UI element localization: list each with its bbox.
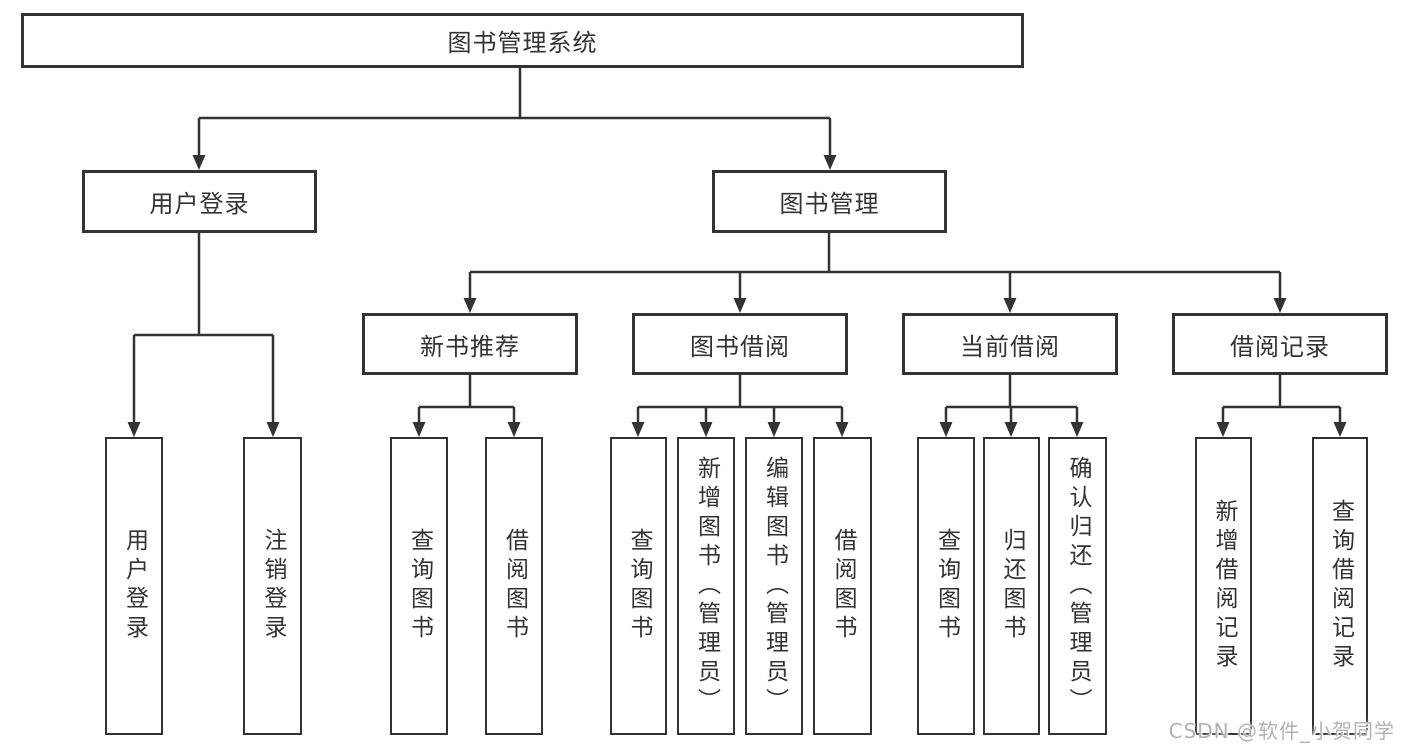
- arrowhead: [463, 298, 477, 313]
- arrowhead: [631, 422, 645, 437]
- arrowhead: [733, 298, 747, 313]
- node-label: 确认归还（管理员）: [1065, 455, 1091, 717]
- leaf-user-login: 用户登录: [105, 437, 163, 735]
- arrowhead: [1004, 422, 1018, 437]
- node-label: 新书推荐: [420, 332, 520, 361]
- node-label: 借阅图书: [830, 528, 856, 644]
- arrowhead: [127, 422, 141, 437]
- node-label: 图书借阅: [690, 332, 790, 361]
- leaf-query-books-borrowing: 查询图书: [610, 437, 667, 735]
- leaf-query-books-current: 查询图书: [917, 437, 975, 735]
- node-label: 用户登录: [149, 190, 250, 218]
- arrowhead: [699, 422, 713, 437]
- arrowhead: [1070, 422, 1084, 437]
- leaf-query-books-recommend: 查询图书: [390, 437, 448, 735]
- node-book-management: 图书管理: [712, 170, 947, 233]
- node-label: 查询图书: [406, 528, 433, 644]
- leaf-return-books: 归还图书: [983, 437, 1040, 735]
- node-new-book-recommend: 新书推荐: [362, 313, 578, 375]
- node-label: 新增图书（管理员）: [693, 455, 720, 717]
- arrowhead: [412, 422, 426, 437]
- arrowhead: [1003, 298, 1017, 313]
- node-user-login: 用户登录: [82, 170, 317, 233]
- node-label: 图书管理: [779, 190, 880, 218]
- node-borrowing-records: 借阅记录: [1172, 313, 1388, 375]
- node-label: 归还图书: [999, 528, 1025, 644]
- arrowhead: [1333, 422, 1347, 437]
- node-label: 新增借阅记录: [1211, 499, 1237, 673]
- node-book-borrowing: 图书借阅: [632, 313, 848, 375]
- node-label: 编辑图书（管理员）: [761, 455, 788, 717]
- arrowhead: [507, 422, 521, 437]
- leaf-query-borrow-record: 查询借阅记录: [1312, 437, 1368, 735]
- node-label: 查询借阅记录: [1327, 499, 1354, 673]
- leaf-add-borrow-record: 新增借阅记录: [1195, 437, 1252, 735]
- node-label: 查询图书: [626, 528, 652, 644]
- leaf-borrow-books-borrowing: 借阅图书: [813, 437, 872, 735]
- csdn-watermark: CSDN @软件_小贺同学: [1168, 719, 1395, 743]
- arrowhead: [1273, 298, 1287, 313]
- leaf-edit-books-admin: 编辑图书（管理员）: [745, 437, 803, 735]
- leaf-logout: 注销登录: [243, 437, 302, 735]
- node-label: 注销登录: [260, 528, 286, 644]
- node-current-borrowing: 当前借阅: [902, 313, 1118, 375]
- leaf-add-books-admin: 新增图书（管理员）: [677, 437, 735, 735]
- node-label: 借阅记录: [1230, 332, 1330, 361]
- arrowhead: [939, 422, 953, 437]
- node-label: 图书管理系统: [447, 29, 598, 57]
- node-label: 借阅图书: [501, 528, 528, 644]
- node-label: 用户登录: [121, 528, 148, 644]
- arrowhead: [835, 422, 849, 437]
- node-label: 查询图书: [933, 528, 960, 644]
- arrowhead: [767, 422, 781, 437]
- leaf-confirm-return-admin: 确认归还（管理员）: [1048, 437, 1107, 735]
- leaf-borrow-books-recommend: 借阅图书: [485, 437, 543, 735]
- node-label: 当前借阅: [960, 332, 1060, 361]
- arrowhead: [192, 155, 206, 170]
- arrowhead: [266, 422, 280, 437]
- arrowhead: [823, 155, 837, 170]
- node-root: 图书管理系统: [21, 13, 1024, 68]
- arrowhead: [1216, 422, 1230, 437]
